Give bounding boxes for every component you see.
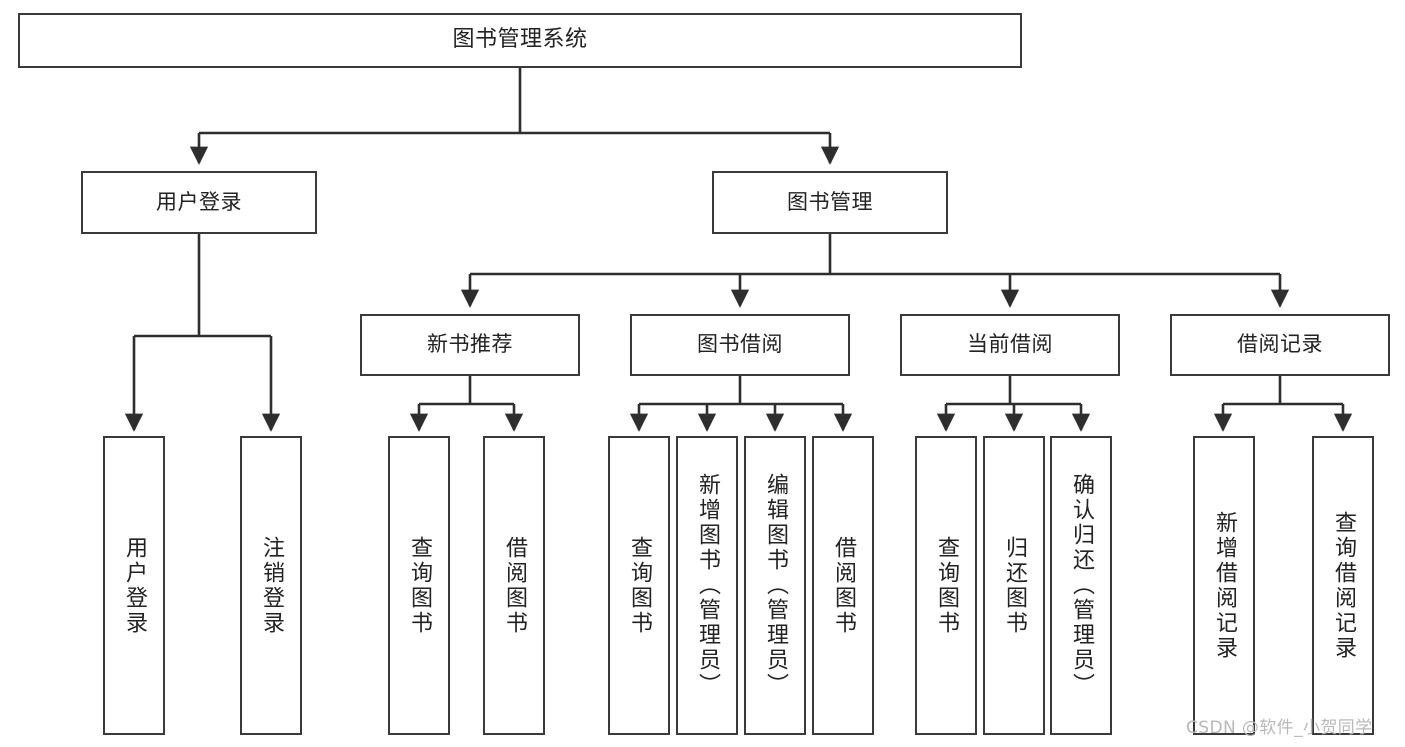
leaf-borrow-book-recommend[interactable]: 借阅图书: [483, 436, 545, 735]
node-label: 新增图书（管理员）: [695, 473, 720, 698]
node-label: 当前借阅: [967, 332, 1053, 357]
node-label: 查询图书: [627, 535, 652, 636]
node-label: 借阅图书: [831, 535, 856, 636]
leaf-query-book-recommend[interactable]: 查询图书: [388, 436, 450, 735]
leaf-user-login[interactable]: 用户登录: [103, 436, 165, 735]
node-new-book-recommend[interactable]: 新书推荐: [360, 314, 580, 376]
leaf-query-book-borrow[interactable]: 查询图书: [608, 436, 670, 735]
leaf-add-book-admin[interactable]: 新增图书（管理员）: [676, 436, 738, 735]
leaf-borrow-book[interactable]: 借阅图书: [812, 436, 874, 735]
watermark: CSDN @软件_小贺同学: [1186, 718, 1373, 738]
node-label: 图书借阅: [697, 332, 783, 357]
node-user-login[interactable]: 用户登录: [81, 171, 317, 234]
leaf-add-borrow-record[interactable]: 新增借阅记录: [1193, 436, 1255, 735]
node-label: 图书管理: [787, 189, 873, 214]
node-label: 归还图书: [1002, 535, 1027, 636]
leaf-logout[interactable]: 注销登录: [240, 436, 302, 735]
node-label: 注销登录: [259, 535, 284, 636]
node-label: 借阅记录: [1237, 332, 1323, 357]
leaf-query-borrow-record[interactable]: 查询借阅记录: [1312, 436, 1374, 735]
node-book-borrow[interactable]: 图书借阅: [630, 314, 850, 376]
node-label: 编辑图书（管理员）: [763, 473, 788, 698]
node-current-borrow[interactable]: 当前借阅: [900, 314, 1120, 376]
leaf-confirm-return-admin[interactable]: 确认归还（管理员）: [1050, 436, 1112, 735]
leaf-query-book-current[interactable]: 查询图书: [915, 436, 977, 735]
node-label: 新增借阅记录: [1212, 510, 1237, 661]
node-label: 确认归还（管理员）: [1069, 473, 1094, 698]
node-label: 查询图书: [407, 535, 432, 636]
leaf-return-book[interactable]: 归还图书: [983, 436, 1045, 735]
node-label: 查询借阅记录: [1331, 510, 1356, 661]
leaf-edit-book-admin[interactable]: 编辑图书（管理员）: [744, 436, 806, 735]
node-label: 图书管理系统: [452, 27, 588, 53]
node-label: 借阅图书: [502, 535, 527, 636]
node-label: 用户登录: [122, 535, 147, 636]
node-borrow-record[interactable]: 借阅记录: [1170, 314, 1390, 376]
node-root-system[interactable]: 图书管理系统: [18, 13, 1022, 68]
node-label: 新书推荐: [427, 332, 513, 357]
node-book-management[interactable]: 图书管理: [712, 171, 948, 234]
node-label: 用户登录: [156, 189, 242, 214]
node-label: 查询图书: [934, 535, 959, 636]
